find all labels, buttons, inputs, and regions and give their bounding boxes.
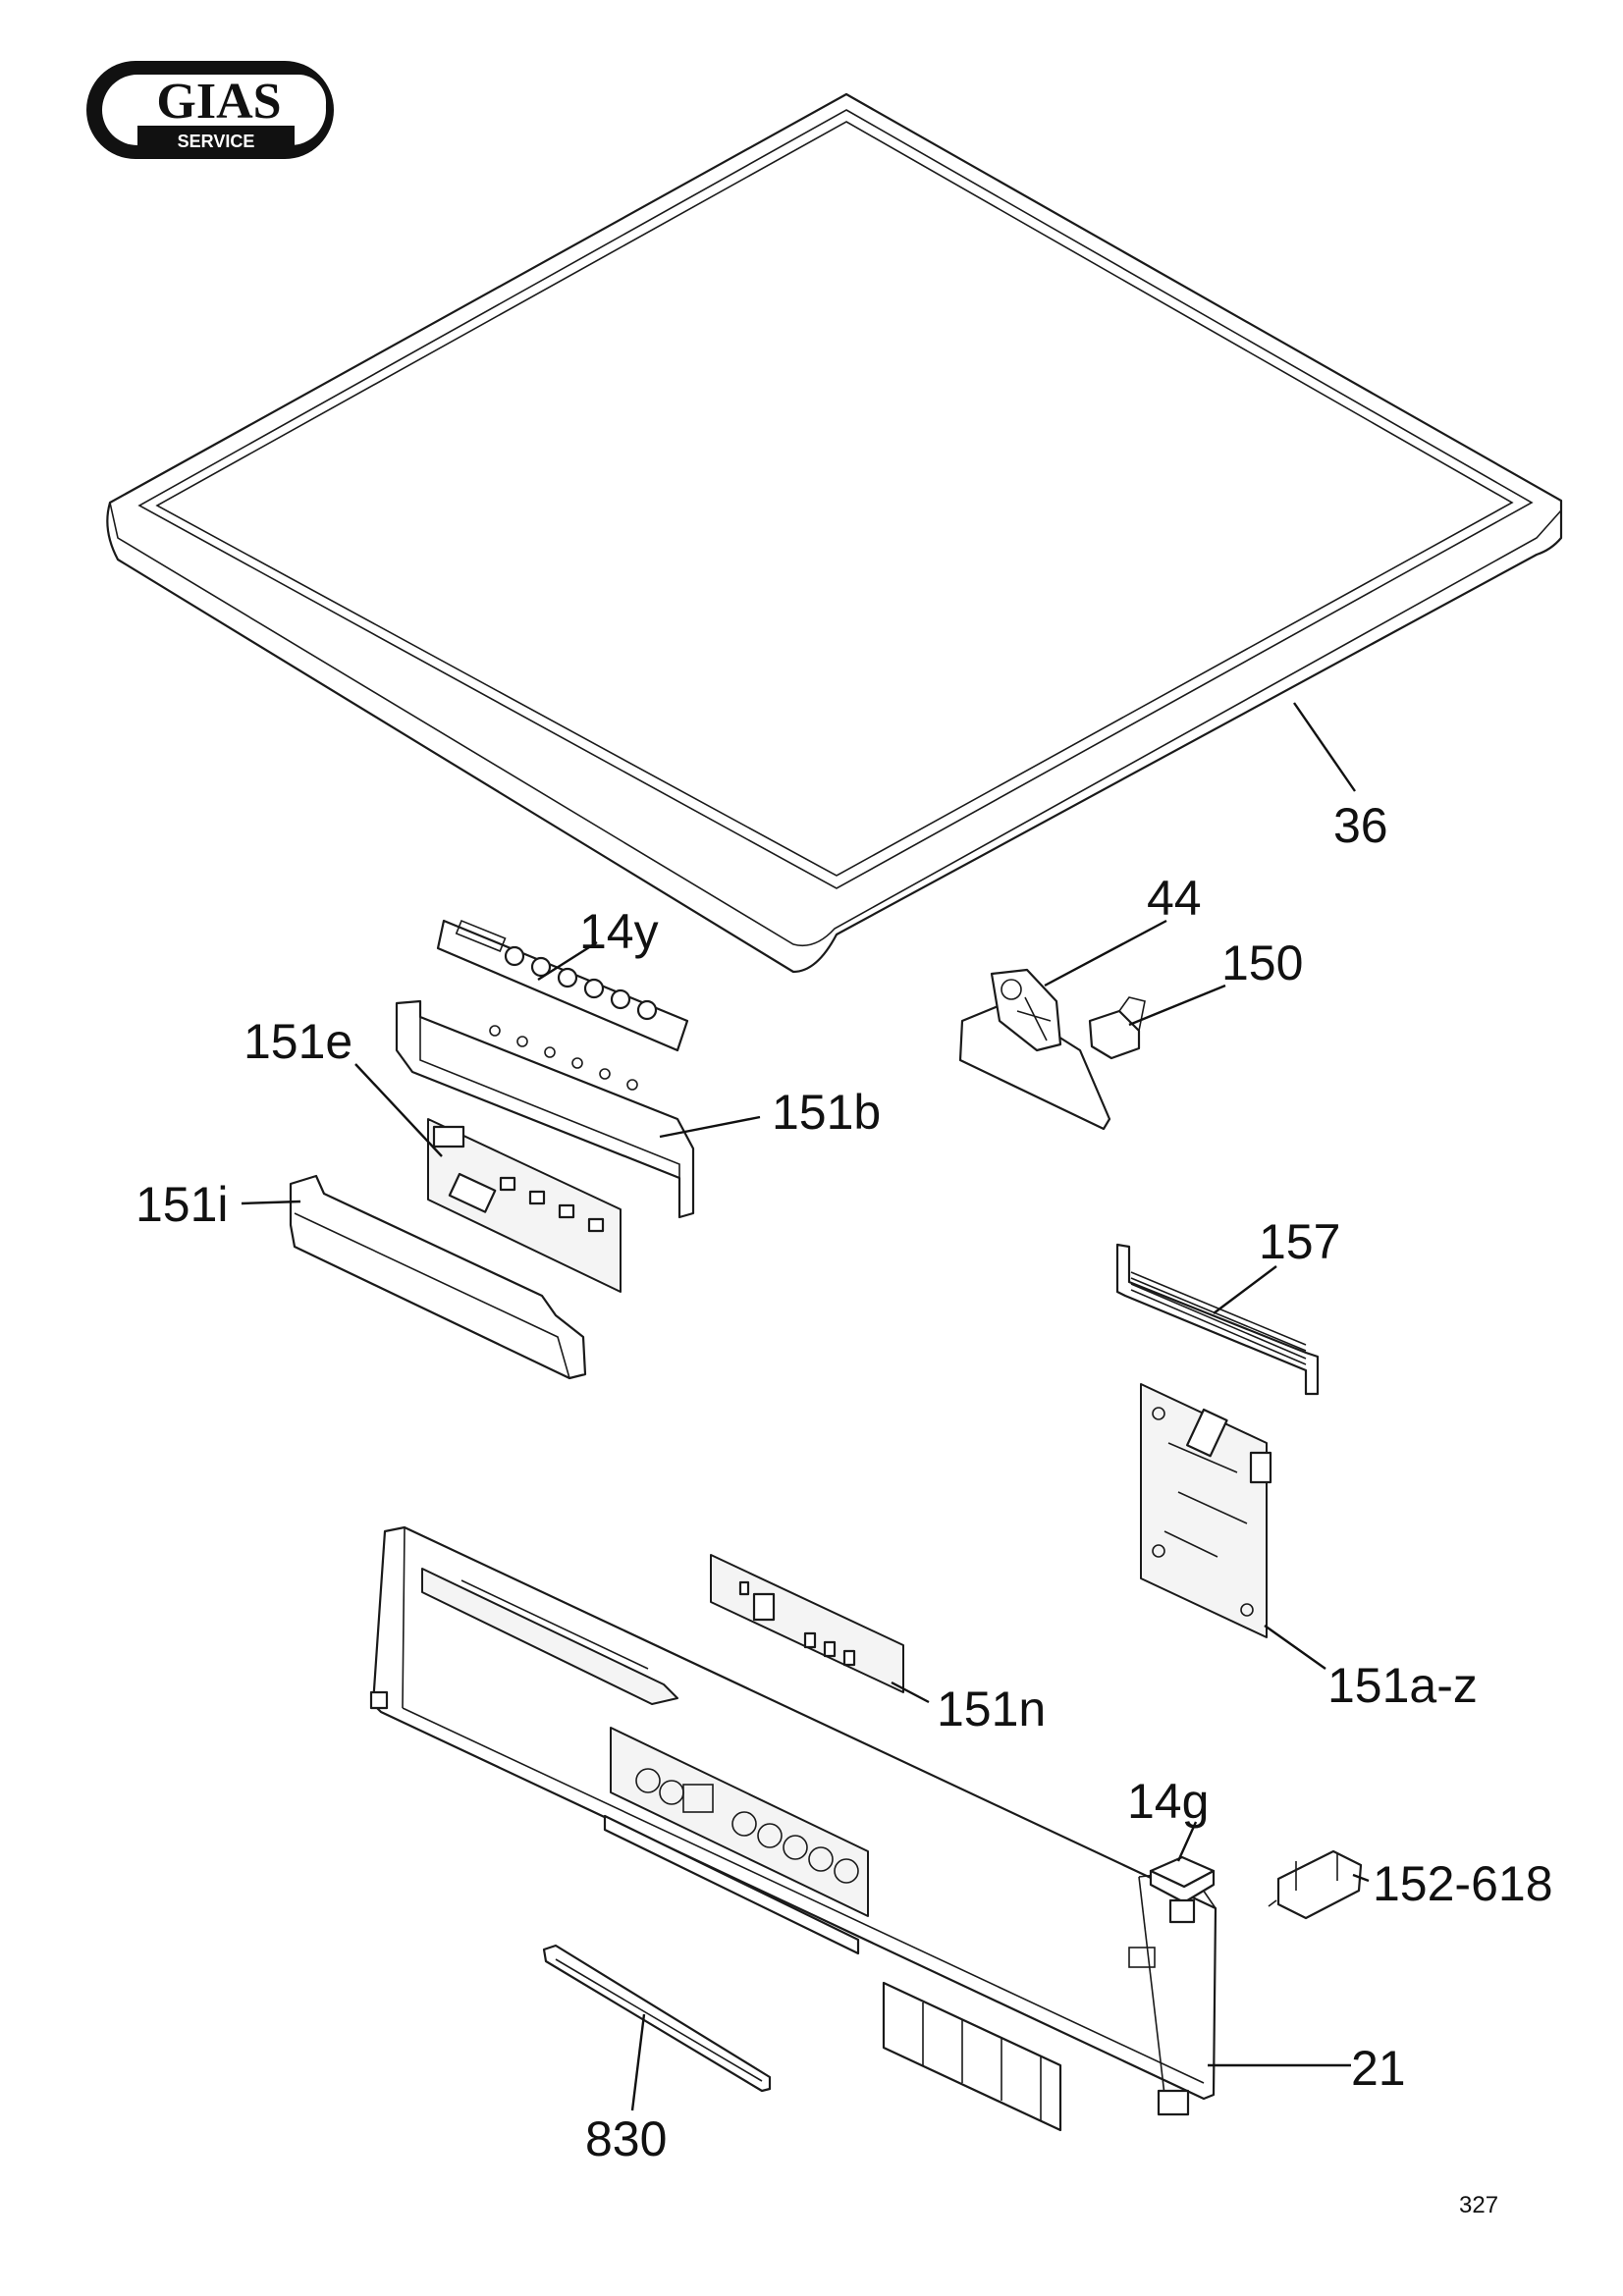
frame-hole-icon — [626, 1079, 638, 1091]
page-number: 327 — [1459, 2192, 1498, 2218]
panel-knob-icon — [834, 1858, 859, 1884]
part-151i-trim-strip — [289, 1174, 587, 1380]
leader-lines — [241, 702, 1370, 2111]
panel-knob-icon — [808, 1846, 834, 1872]
leader-151a-z — [1264, 1625, 1326, 1670]
part-44-door-lock — [958, 968, 1111, 1131]
leader-151i — [241, 1200, 301, 1205]
button-cap-icon — [504, 945, 525, 967]
label-14y: 14y — [579, 904, 659, 959]
part-151e-circuit-board — [427, 1118, 622, 1293]
leader-151b — [659, 1115, 761, 1139]
logo-sub-text: SERVICE — [178, 132, 255, 151]
leader-157 — [1213, 1265, 1277, 1314]
frame-hole-icon — [516, 1036, 528, 1047]
board-chip-icon — [842, 1649, 856, 1667]
panel-knob-icon — [731, 1811, 757, 1837]
label-151e: 151e — [243, 1014, 352, 1069]
part-151n-display-board — [710, 1554, 904, 1693]
leader-14g — [1176, 1821, 1198, 1862]
label-830: 830 — [585, 2111, 667, 2166]
button-cap-icon — [610, 988, 631, 1010]
board-chip-icon — [558, 1203, 575, 1219]
leader-151n — [891, 1681, 930, 1704]
frame-hole-icon — [489, 1025, 501, 1037]
gias-service-logo: GIAS SERVICE — [86, 61, 334, 159]
label-14g: 14g — [1127, 1774, 1209, 1829]
part-14y-button-strip — [436, 919, 689, 1052]
label-21: 21 — [1351, 2041, 1406, 2096]
logo-brand-text: GIAS — [156, 74, 281, 130]
board-chip-icon — [803, 1631, 817, 1649]
leader-151e — [354, 1063, 443, 1157]
part-labels: 36 44 150 14y 151e 151b 151i 157 151a-z … — [135, 798, 1553, 2166]
button-cap-icon — [636, 999, 658, 1021]
part-152-618-connector — [1268, 1849, 1363, 1920]
label-151n: 151n — [937, 1682, 1046, 1736]
part-830-trim-bar — [542, 1944, 772, 2093]
panel-knob-icon — [757, 1823, 783, 1848]
label-151b: 151b — [772, 1085, 881, 1140]
label-150: 150 — [1221, 935, 1303, 990]
button-cap-icon — [583, 978, 605, 999]
frame-hole-icon — [571, 1057, 583, 1069]
board-chip-icon — [587, 1217, 605, 1233]
leader-830 — [630, 2013, 646, 2111]
part-21-control-panel — [369, 1525, 1217, 2132]
leader-36 — [1293, 702, 1356, 792]
leader-152-618 — [1352, 1873, 1370, 1883]
panel-knob-icon — [635, 1768, 661, 1793]
panel-display-icon — [682, 1784, 714, 1813]
part-151a-z-main-board — [1140, 1383, 1272, 1638]
label-157: 157 — [1259, 1214, 1340, 1269]
part-36-top-panel — [106, 92, 1563, 974]
label-152-618: 152-618 — [1373, 1856, 1553, 1911]
part-14g-knob — [1149, 1855, 1216, 1924]
part-150-switch — [1088, 996, 1146, 1060]
board-chip-icon — [528, 1190, 546, 1205]
part-151b-front-frame — [395, 999, 695, 1219]
panel-knob-icon — [783, 1835, 808, 1860]
label-151i: 151i — [135, 1177, 229, 1232]
label-36: 36 — [1333, 798, 1388, 853]
leader-44 — [1044, 919, 1167, 988]
label-151a-z: 151a-z — [1327, 1658, 1478, 1713]
leader-14y — [537, 940, 598, 982]
button-cap-icon — [530, 956, 552, 978]
frame-hole-icon — [599, 1068, 611, 1080]
button-cap-icon — [557, 967, 578, 988]
label-44: 44 — [1147, 871, 1202, 926]
board-chip-icon — [499, 1176, 516, 1192]
board-chip-icon — [823, 1640, 837, 1658]
frame-hole-icon — [544, 1046, 556, 1058]
leader-150 — [1128, 984, 1226, 1027]
